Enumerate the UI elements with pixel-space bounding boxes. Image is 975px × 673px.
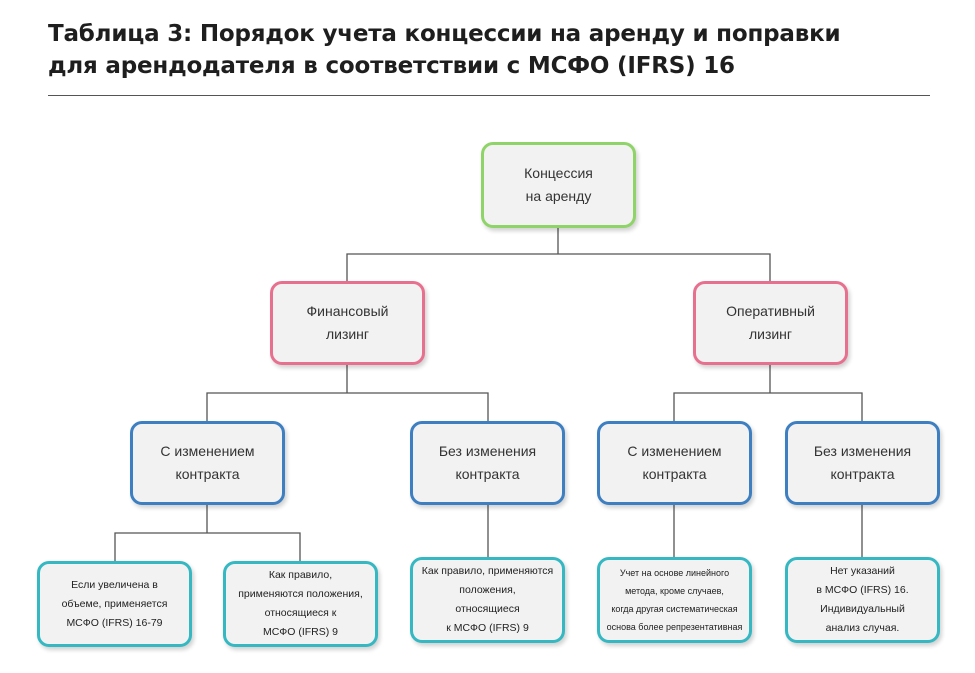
leaf-no-guidance: Нет указаний в МСФО (IFRS) 16. Индивидуа… [785,557,940,643]
node-finance-lease-label: Финансовый лизинг [306,303,389,342]
connector-operating-branches [673,392,863,422]
leaf-increased-scope-text: Если увеличена в объеме, применяется МСФ… [61,578,168,629]
connector-fin-mod-branches [114,532,301,562]
page-title: Таблица 3: Порядок учета концессии на ар… [48,18,928,82]
node-finance-without-modification-label: Без изменения контракта [438,443,537,482]
leaf-straight-line: Учет на основе линейного метода, кроме с… [597,557,752,643]
title-divider [48,95,930,96]
node-operating-with-modification-label: С изменением контракта [627,443,722,482]
node-lease-concession-label: Концессия на аренду [524,165,593,204]
node-finance-without-modification: Без изменения контракта [410,421,565,505]
leaf-increased-scope: Если увеличена в объеме, применяется МСФ… [37,561,192,647]
node-finance-with-modification-label: С изменением контракта [160,443,255,482]
leaf-no-guidance-text: Нет указаний в МСФО (IFRS) 16. Индивидуа… [816,565,909,634]
node-lease-concession: Концессия на аренду [481,142,636,228]
leaf-ifrs9-finance-mod-text: Как правило, применяются положения, отно… [238,569,363,638]
leaf-straight-line-text: Учет на основе линейного метода, кроме с… [606,568,743,632]
node-operating-lease-label: Оперативный лизинг [726,303,815,342]
node-operating-lease: Оперативный лизинг [693,281,848,365]
connector-finance-branches [206,392,489,422]
leaf-ifrs9-finance-nomod: Как правило, применяются положения, отно… [410,557,565,643]
leaf-ifrs9-finance-mod: Как правило, применяются положения, отно… [223,561,378,647]
node-operating-with-modification: С изменением контракта [597,421,752,505]
node-operating-without-modification-label: Без изменения контракта [813,443,912,482]
connector-root-branches [346,253,771,282]
title-line-2: для арендодателя в соответствии с МСФО (… [48,53,735,79]
node-operating-without-modification: Без изменения контракта [785,421,940,505]
title-line-1: Таблица 3: Порядок учета концессии на ар… [48,21,841,47]
leaf-ifrs9-finance-nomod-text: Как правило, применяются положения, отно… [421,565,554,634]
node-finance-with-modification: С изменением контракта [130,421,285,505]
node-finance-lease: Финансовый лизинг [270,281,425,365]
